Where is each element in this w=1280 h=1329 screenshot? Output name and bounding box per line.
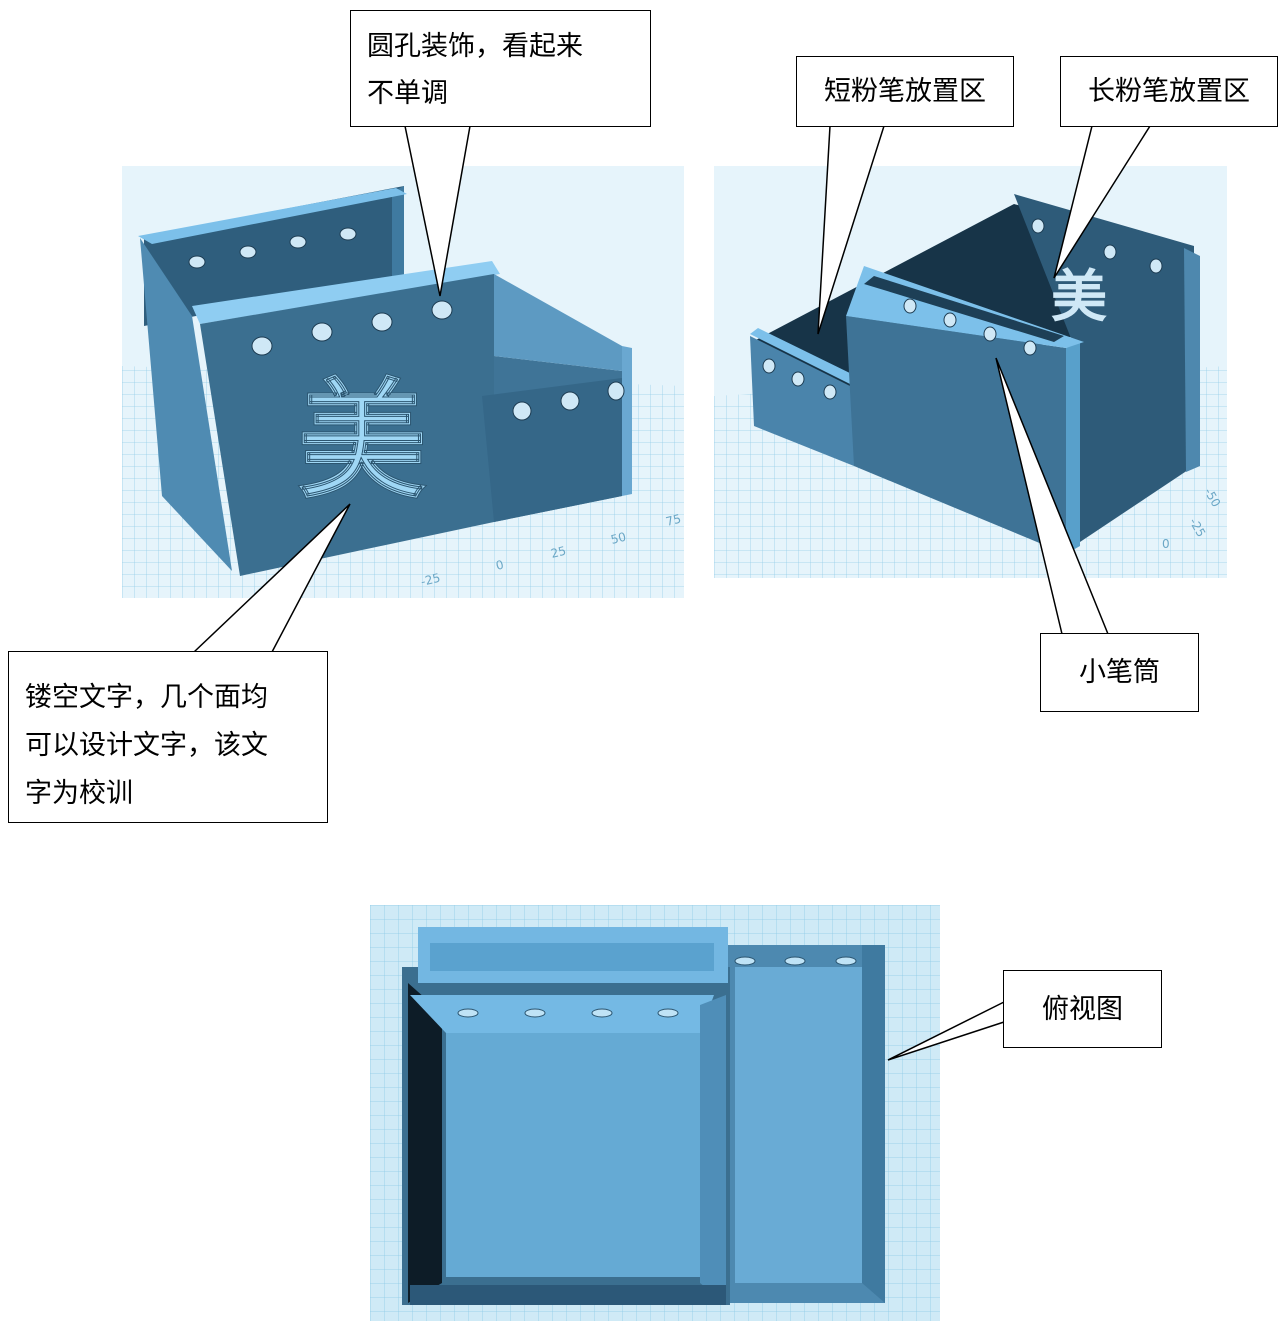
axis-tick: 0 (1162, 537, 1170, 551)
motto-cutout-text: 美 (297, 364, 427, 517)
callout-text-cutout: 镂空文字，几个面均 可以设计文字，该文 字为校训 (8, 651, 328, 823)
callout-top-view: 俯视图 (1003, 970, 1162, 1048)
model-view-top (370, 905, 940, 1321)
callout-pen-holder: 小笔筒 (1040, 633, 1199, 712)
callout-line: 可以设计文字，该文 (25, 730, 268, 761)
axis-tick: -25 (419, 571, 441, 589)
axis-tick: 75 (664, 512, 682, 529)
callout-line: 不单调 (367, 78, 448, 109)
callout-line: 镂空文字，几个面均 (25, 682, 268, 713)
callout-line: 圆孔装饰，看起来 (367, 31, 583, 62)
model-view-front: 美 -25 0 25 50 75 (122, 166, 684, 598)
motto-cutout-text: 美 (1051, 264, 1107, 330)
axis-tick: 50 (609, 530, 627, 547)
axis-tick: 25 (549, 544, 567, 561)
callout-label: 短粉笔放置区 (824, 76, 986, 107)
callout-long-chalk-area: 长粉笔放置区 (1060, 56, 1278, 127)
callout-hole-decoration: 圆孔装饰，看起来 不单调 (350, 10, 651, 127)
callout-label: 小笔筒 (1079, 657, 1160, 688)
model-view-back: 美 0 -25 -50 (714, 166, 1227, 578)
callout-label: 俯视图 (1042, 993, 1123, 1025)
axis-tick: 0 (494, 557, 505, 572)
callout-line: 字为校训 (25, 778, 133, 809)
callout-label: 长粉笔放置区 (1088, 76, 1250, 107)
callout-short-chalk-area: 短粉笔放置区 (796, 56, 1014, 127)
